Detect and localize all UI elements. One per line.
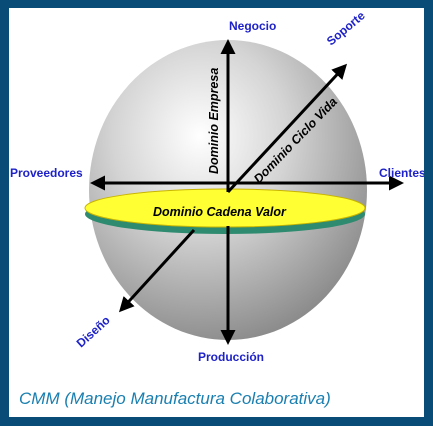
caption: CMM (Manejo Manufactura Colaborativa) <box>19 389 331 408</box>
label-proveedores: Proveedores <box>10 166 83 180</box>
lower-diagonal-axis <box>118 228 196 313</box>
label-produccion: Producción <box>198 350 264 364</box>
cmm-diagram: Negocio Proveedores Clientes Producción … <box>10 8 424 408</box>
label-diseno: Diseño <box>74 313 113 350</box>
label-negocio: Negocio <box>229 19 276 33</box>
label-soporte: Soporte <box>324 8 368 48</box>
domain-cadena-valor: Dominio Cadena Valor <box>153 205 287 219</box>
label-clientes: Clientes <box>379 166 424 180</box>
upper-diagonal-axis <box>226 63 348 194</box>
domain-empresa: Dominio Empresa <box>207 68 221 174</box>
diagram-panel: Negocio Proveedores Clientes Producción … <box>9 8 424 417</box>
